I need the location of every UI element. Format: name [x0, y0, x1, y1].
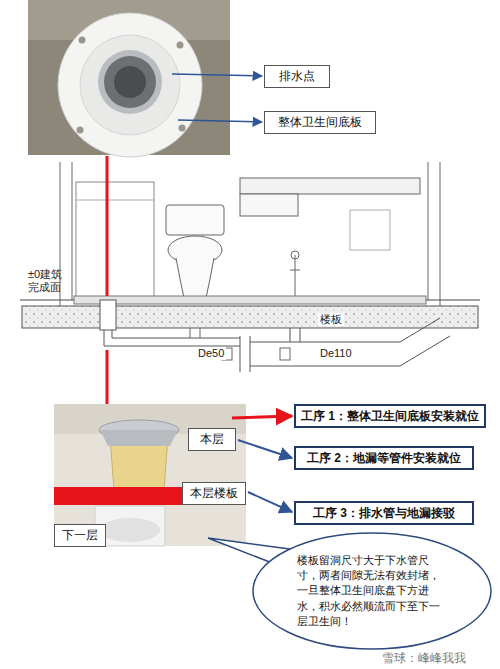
- leader-arrow: [178, 120, 262, 122]
- text-holder: 本层楼板: [190, 485, 238, 502]
- drain-photo: [28, 0, 230, 157]
- process-box: 工序 3：排水管与地漏接驳: [294, 501, 474, 525]
- leader-arrow: [238, 440, 292, 458]
- speech-bubble: 楼板留洞尺寸大于下水管尺寸，两者间隙无法有效封堵，一旦整体卫生间底盘下方进水，积…: [252, 532, 492, 650]
- node-text: 工序 3：排水管与地漏接驳: [313, 505, 455, 522]
- node-text: 本层楼板: [190, 485, 238, 502]
- bubble-ellipse: [253, 533, 491, 649]
- floor-slab-marker: [54, 487, 182, 505]
- process-box: 工序 2：地漏等管件安装就位: [294, 446, 474, 470]
- node-text: 楼板留洞尺寸大于下水管尺寸，两者间隙无法有效封堵，一旦整体卫生间底盘下方进水，积…: [297, 553, 447, 630]
- red-link-line: [106, 350, 109, 404]
- node-text: 下一层: [62, 527, 98, 544]
- text-holder: 工序 2：地漏等管件安装就位: [307, 450, 461, 467]
- text-holder: 整体卫生间底板: [278, 114, 362, 131]
- node-text: 工序 2：地漏等管件安装就位: [307, 450, 461, 467]
- bathroom-section: [20, 162, 480, 372]
- red-link-line: [106, 156, 109, 296]
- node-text: 排水点: [279, 68, 315, 85]
- text-holder: 工序 1：整体卫生间底板安装就位: [301, 408, 479, 425]
- text-holder: 楼板留洞尺寸大于下水管尺寸，两者间隙无法有效封堵，一旦整体卫生间底盘下方进水，积…: [297, 553, 447, 630]
- text-holder: 工序 3：排水管与地漏接驳: [313, 505, 455, 522]
- callout-box: 下一层: [54, 524, 106, 547]
- node-text: 工序 1：整体卫生间底板安装就位: [301, 408, 479, 425]
- leader-arrow: [172, 74, 262, 76]
- text-holder: 本层: [200, 431, 224, 448]
- watermark: 雪球：峰峰我我: [380, 651, 468, 665]
- level-label: ±0建筑完成面: [26, 268, 70, 294]
- node-text: 整体卫生间底板: [278, 114, 362, 131]
- text-holder: 排水点: [279, 68, 315, 85]
- pipe-size: De50: [196, 347, 226, 360]
- floor-drain-photo: [54, 404, 246, 546]
- callout-box: 排水点: [264, 65, 330, 88]
- callout-box: 本层: [188, 428, 236, 451]
- callout-box: 本层楼板: [182, 482, 246, 505]
- pipe-size: De110: [318, 347, 354, 360]
- callout-box: 整体卫生间底板: [264, 111, 376, 134]
- node-text: 本层: [200, 431, 224, 448]
- process-box: 工序 1：整体卫生间底板安装就位: [294, 404, 486, 428]
- part-name: 楼板: [318, 313, 344, 326]
- red-arrow: [232, 416, 292, 418]
- leader-arrow: [248, 492, 292, 512]
- text-holder: 下一层: [62, 527, 98, 544]
